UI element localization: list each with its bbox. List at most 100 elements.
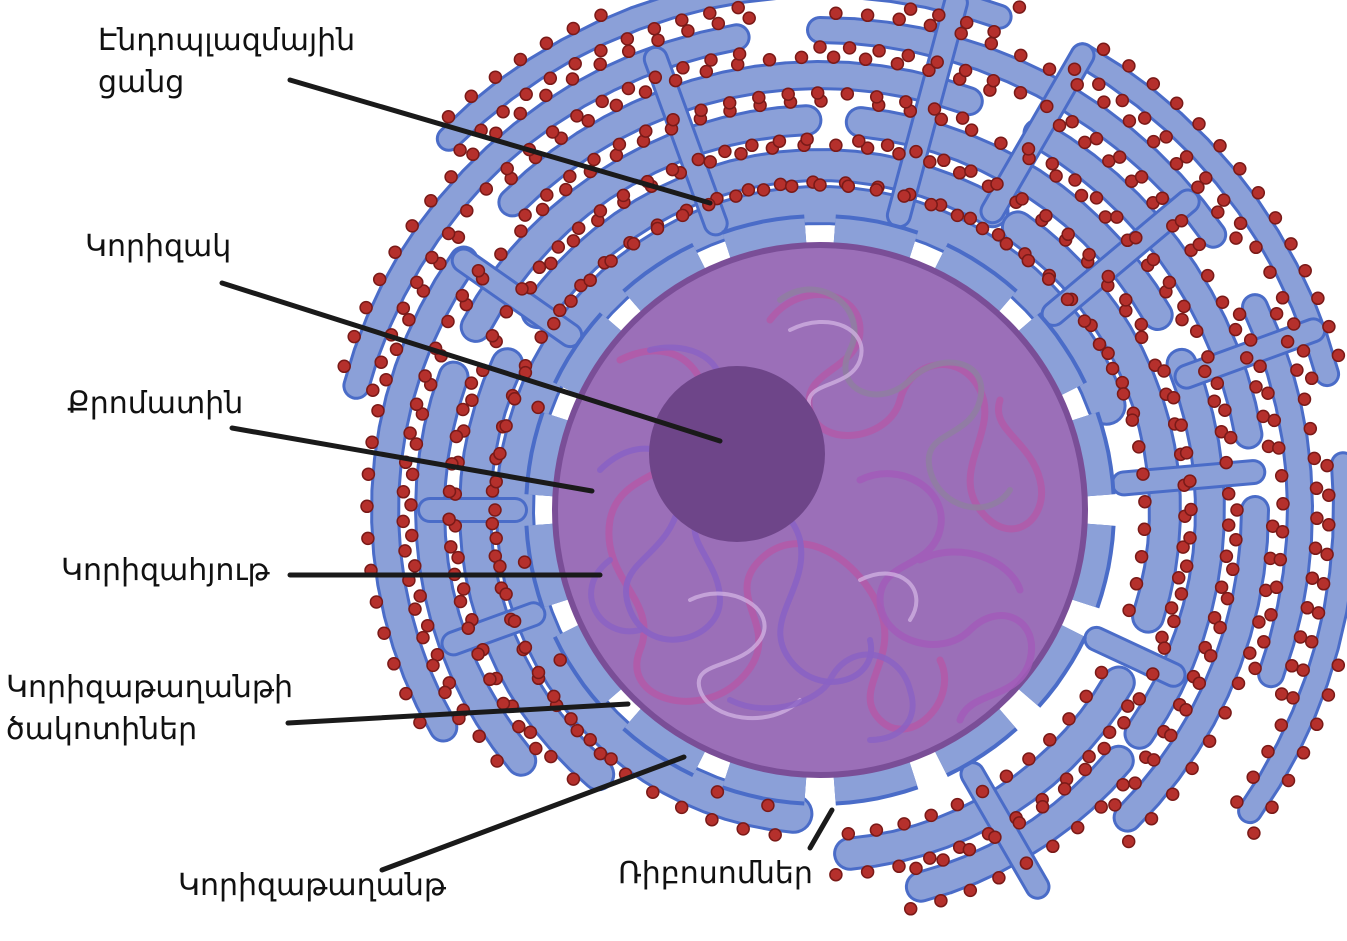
ribosome xyxy=(1265,800,1279,815)
envelope-segment xyxy=(722,758,807,802)
ribosome xyxy=(1198,364,1212,379)
ribosome xyxy=(1125,413,1140,427)
ribosome xyxy=(1137,522,1152,537)
ribosome xyxy=(616,188,631,203)
chromatin-strand xyxy=(777,286,1013,511)
ribosome xyxy=(1035,800,1050,814)
leader-line-pores xyxy=(285,701,631,726)
ribosome xyxy=(1060,292,1075,307)
ribosome xyxy=(1219,549,1234,564)
ribosome xyxy=(930,55,944,69)
ribosome xyxy=(1155,191,1170,205)
ribosome xyxy=(1220,591,1235,606)
envelope-segment xyxy=(833,758,918,802)
ribosome xyxy=(512,719,526,734)
ribosome xyxy=(1134,330,1149,345)
ribosome xyxy=(1169,96,1184,111)
ribosome xyxy=(665,162,680,177)
ribosome xyxy=(438,685,452,700)
ribosome xyxy=(564,294,578,308)
ribosome xyxy=(1138,494,1152,509)
er-cisterna xyxy=(1244,296,1311,686)
er-connector xyxy=(888,0,966,226)
ribosome xyxy=(1192,676,1207,690)
ribosome xyxy=(1021,253,1036,268)
ribosome xyxy=(952,166,967,180)
ribosome xyxy=(932,8,946,22)
ribosome xyxy=(424,194,438,208)
ribosome xyxy=(1117,716,1131,730)
ribosome xyxy=(936,853,950,867)
ribosome xyxy=(1092,77,1106,91)
ribosome xyxy=(529,741,543,756)
ribosome xyxy=(736,822,750,836)
ribosome xyxy=(1276,497,1290,511)
er-cisterna xyxy=(809,19,1225,246)
ribosome xyxy=(975,784,990,799)
ribosome xyxy=(396,301,411,315)
ribosome xyxy=(347,329,361,344)
ribosome xyxy=(1269,306,1284,321)
ribosome xyxy=(441,110,456,124)
ribosome xyxy=(566,772,581,786)
ribosome xyxy=(1078,762,1092,777)
label-er-line2: ցանց xyxy=(98,65,185,100)
ribosome xyxy=(732,47,747,61)
ribosome xyxy=(1248,661,1262,676)
ribosome xyxy=(729,189,743,203)
ribosome xyxy=(409,397,424,412)
ribosome xyxy=(937,153,951,168)
ribosome xyxy=(1134,549,1149,564)
ribosome xyxy=(1243,646,1257,660)
ribosome xyxy=(570,723,585,738)
ribosome xyxy=(794,50,809,65)
ribosome xyxy=(413,589,427,603)
ribosome xyxy=(1146,134,1161,149)
ribosome xyxy=(773,177,788,192)
ribosome xyxy=(1136,467,1150,481)
ribosome xyxy=(1165,787,1180,801)
ribosome xyxy=(934,893,948,908)
nucleolus xyxy=(649,366,825,542)
ribosome xyxy=(975,221,990,236)
ribosome xyxy=(860,865,875,879)
ribosome xyxy=(1275,524,1290,539)
ribosome xyxy=(518,640,533,655)
ribosome xyxy=(1267,413,1282,428)
ribosome xyxy=(360,499,374,514)
ribosome xyxy=(405,528,419,543)
ribosome xyxy=(604,752,618,766)
ribosome xyxy=(1320,547,1334,562)
ribosome xyxy=(1249,240,1263,255)
ribosome xyxy=(1022,752,1036,766)
ribosome xyxy=(523,725,538,739)
ribosome xyxy=(927,102,942,116)
ribosome xyxy=(372,272,387,287)
ribosome xyxy=(1331,348,1346,363)
ribosome xyxy=(924,197,938,212)
ribosome xyxy=(540,188,554,202)
ribosome xyxy=(566,21,581,36)
ribosome xyxy=(377,626,391,640)
ribosome xyxy=(361,467,376,481)
label-envelope: Կորիզաթաղանթ xyxy=(178,868,447,903)
ribosome xyxy=(892,859,906,874)
ribosome xyxy=(1079,689,1093,704)
ribosome xyxy=(1183,531,1197,545)
ribosome xyxy=(547,689,561,704)
envelope-segment xyxy=(933,246,1016,315)
ribosome xyxy=(369,595,384,609)
er-cisterna xyxy=(462,107,820,340)
ribosome xyxy=(841,827,856,841)
ribosome xyxy=(1310,717,1324,732)
ribosome xyxy=(519,87,533,102)
ribosome xyxy=(1261,386,1275,400)
ribosome xyxy=(1214,424,1229,439)
ribosome xyxy=(465,393,479,407)
ribosome xyxy=(781,87,795,101)
ribosome xyxy=(1179,150,1194,164)
ribosome xyxy=(650,221,665,236)
ribosome xyxy=(1230,795,1244,809)
